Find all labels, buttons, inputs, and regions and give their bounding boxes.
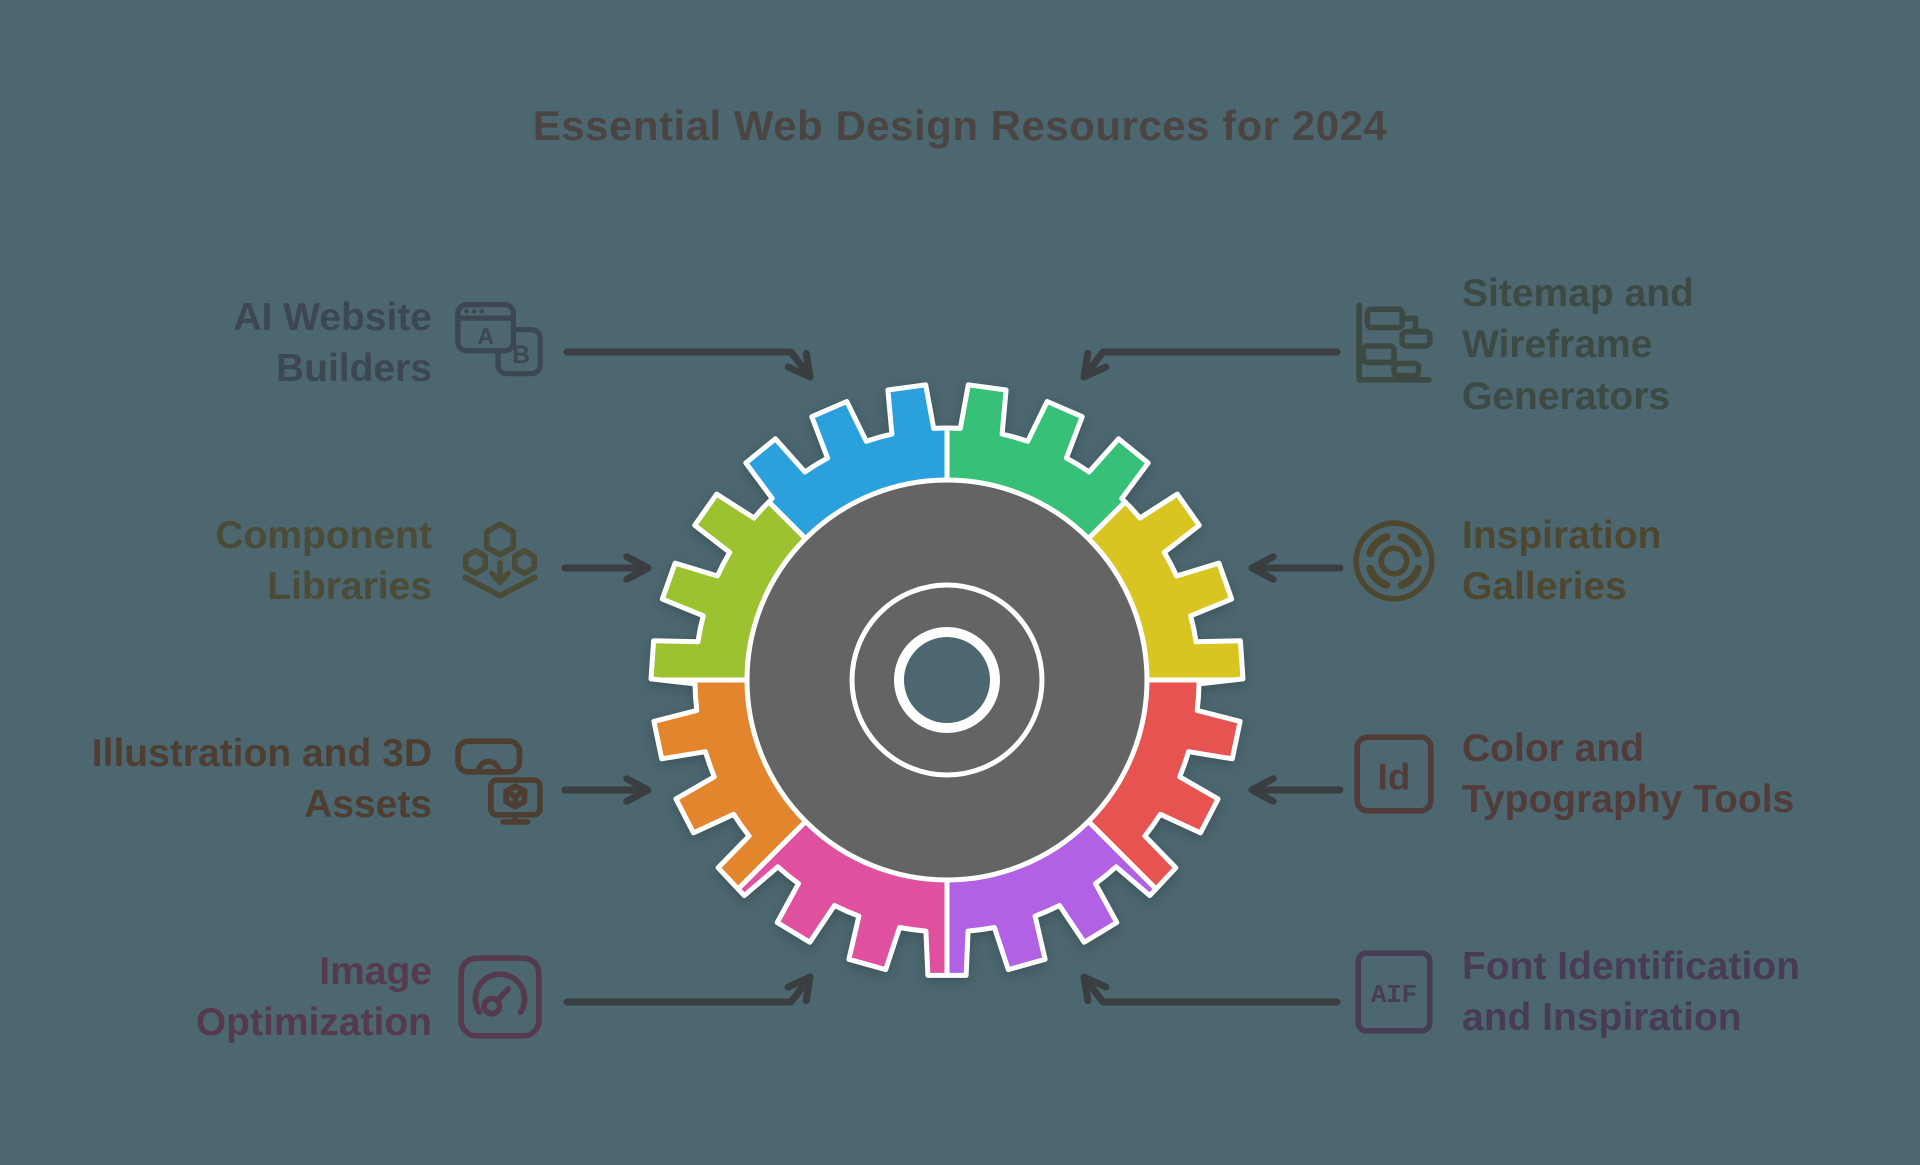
svg-text:AIF: AIF: [1371, 982, 1417, 1011]
arrow-font-identification-and-inspiration: [1080, 973, 1341, 1006]
label-text: Font Identification and Inspiration: [1462, 945, 1800, 1040]
svg-text:A: A: [477, 323, 494, 349]
label-sitemap-wireframe-generators: Sitemap and Wireframe Generators: [1348, 268, 1694, 422]
svg-text:B: B: [512, 342, 530, 370]
label-color-typography-tools: Id Color and Typography Tools: [1348, 723, 1794, 826]
label-text: Illustration and 3D Assets: [91, 732, 432, 827]
gear-inner-ring: [849, 582, 1045, 778]
arrow-component-libraries: [561, 553, 652, 583]
indesign-id-icon: Id: [1354, 734, 1434, 815]
label-text: Component Libraries: [215, 514, 432, 609]
label-text: AI Website Builders: [233, 296, 432, 391]
label-text: Color and Typography Tools: [1462, 727, 1795, 822]
gear: [648, 382, 1246, 978]
arrow-inspiration-galleries: [1248, 553, 1344, 583]
label-text: Inspiration Galleries: [1462, 514, 1662, 609]
component-hexagons-icon: [462, 521, 538, 600]
gear-center-hole: [894, 627, 1000, 733]
svg-text:Id: Id: [1378, 757, 1411, 798]
arrow-sitemap-and-wireframe-generators: [1080, 348, 1341, 381]
speedometer-icon: [458, 955, 542, 1040]
label-ai-website-builders: AI Website Builders B A: [233, 292, 546, 395]
page-title: Essential Web Design Resources for 2024: [532, 102, 1388, 149]
arrow-ai-website-builders: [563, 348, 814, 381]
label-component-libraries: Component Libraries: [215, 510, 546, 613]
ab-test-browser-icon: B A: [455, 302, 543, 377]
gear-outline: [648, 382, 1246, 978]
arrow-image-optimization: [563, 973, 814, 1006]
label-text: Sitemap and Wireframe Generators: [1462, 272, 1694, 418]
gallery-wheel-icon: [1353, 520, 1435, 603]
arrow-illustration-and-3d-assets: [561, 775, 652, 805]
label-text: Image Optimization: [195, 950, 432, 1045]
label-illustration-3d-assets: Illustration and 3D Assets: [92, 728, 546, 831]
label-image-optimization: Image Optimization: [196, 946, 546, 1049]
label-inspiration-galleries: Inspiration Galleries: [1348, 510, 1661, 613]
label-font-identification-inspiration: AIF Font Identification and Inspiration: [1348, 941, 1800, 1044]
sitemap-icon: [1356, 302, 1433, 383]
arrow-color-and-typography-tools: [1248, 775, 1344, 805]
aif-font-icon: AIF: [1355, 950, 1433, 1035]
vr-3d-assets-icon: [455, 738, 543, 826]
